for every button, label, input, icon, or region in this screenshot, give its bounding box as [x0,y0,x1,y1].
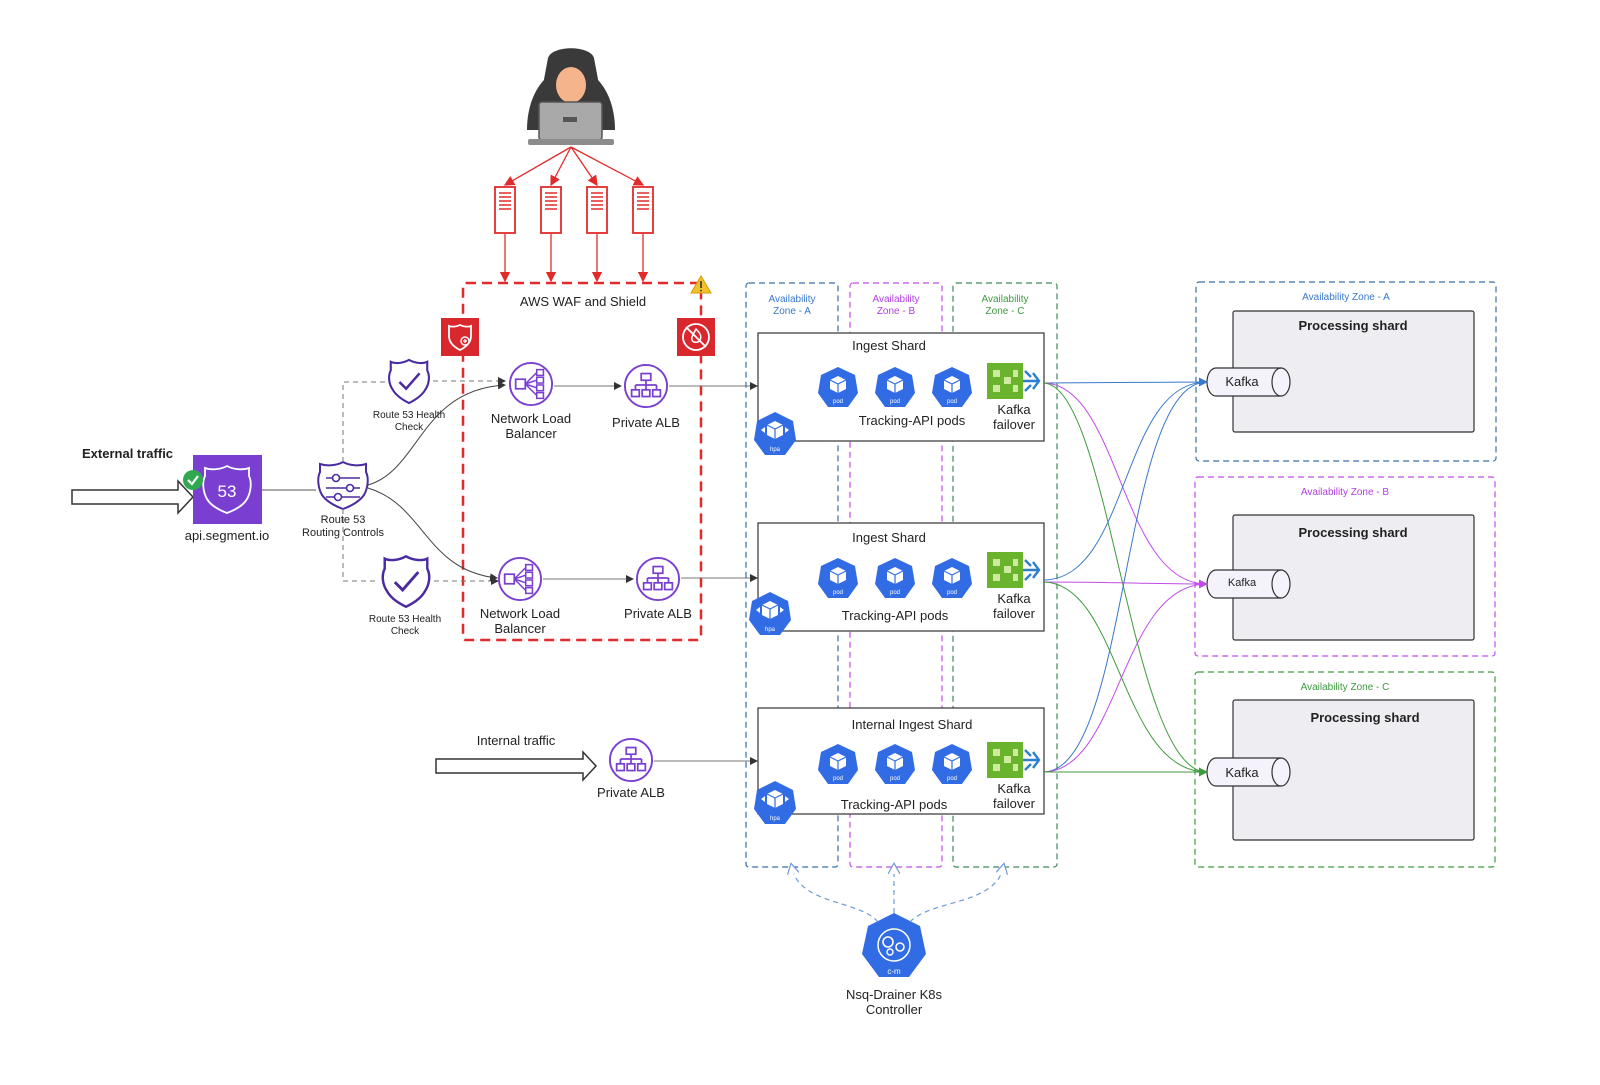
pod-label: pod [890,590,900,596]
alb-icon [635,556,681,602]
processing-zone-label: Availability Zone - B [1300,487,1390,498]
hacker-icon [527,48,615,145]
routing-controls-label: Route 53 Routing Controls [302,514,384,539]
controller-icon [862,913,926,977]
shard-title: Ingest Shard [852,530,926,545]
shard-title: Internal Ingest Shard [851,717,973,732]
kafka-failover-label: Kafka failover [993,781,1035,811]
route53-icon: 53 [193,455,262,524]
pod-label: pod [833,590,843,596]
pod-label: pod [947,399,957,405]
server-icon [540,186,562,234]
routing-controls-icon [317,460,369,511]
processing-zone-label: Availability Zone - C [1300,682,1390,693]
internal-traffic-arrow [435,750,598,782]
health-check-top-label: Route 53 Health Check [372,410,446,433]
health-check-icon [387,358,431,405]
kafka-cylinder [1206,757,1291,787]
server-icon [632,186,654,234]
kafka-cylinder [1206,569,1291,599]
waf-title: AWS WAF and Shield [519,294,647,309]
pod-label: pod [833,399,843,405]
pods-label: Tracking-API pods [841,608,949,623]
firewall-icon [677,318,715,356]
controller-badge: c-m [887,967,901,976]
waf-boundary [461,281,703,642]
shield-icon [441,318,479,356]
kafka-label: Kafka [1227,577,1257,589]
kafka-failover-label: Kafka failover [993,402,1035,432]
processing-zone-b [1194,476,1496,657]
shard-title: Ingest Shard [852,338,926,353]
zone-c-label: Availability Zone - C [981,294,1029,317]
internal-alb-label: Private ALB [597,785,665,800]
hpa-label: hpa [770,816,781,822]
kafka-label: Kafka [1225,374,1259,389]
processing-shard-title: Processing shard [1298,318,1408,333]
pod-group: pod pod pod pod pod pod pod pod pod [818,366,972,785]
processing-shard-title: Processing shard [1298,525,1408,540]
pod-label: pod [890,399,900,405]
kafka-cylinder [1206,367,1291,397]
external-traffic-arrow [71,479,195,515]
pods-label: Tracking-API pods [840,797,948,812]
kafka-failover-label: Kafka failover [993,591,1035,621]
zone-b-label: Availability Zone - B [872,294,920,317]
route53-number: 53 [218,482,237,501]
hpa-label: hpa [770,447,781,453]
nlb-icon [508,361,554,407]
health-check-bottom-label: Route 53 Health Check [368,614,442,637]
processing-shard-title: Processing shard [1310,710,1420,725]
server-icon [494,186,516,234]
processing-zone-label: Availability Zone - A [1302,292,1390,303]
alb-top-label: Private ALB [612,415,680,430]
pod-label: pod [890,776,900,782]
processing-zone-c [1194,671,1496,868]
health-check-icon [381,554,431,609]
alb-icon [623,363,669,409]
internal-traffic-label: Internal traffic [476,733,556,748]
nlb-bottom-label: Network Load Balancer [479,606,561,636]
hpa-label: hpa [765,627,776,633]
processing-zone-a [1195,281,1497,462]
pod-label: pod [833,776,843,782]
alb-bottom-label: Private ALB [624,606,692,621]
zone-a-label: Availability Zone - A [768,294,816,317]
zone-a-column [745,282,839,868]
pod-label: pod [947,590,957,596]
controller-label: Nsq-Drainer K8s Controller [845,987,943,1017]
alb-icon [608,737,654,783]
pods-label: Tracking-API pods [858,413,966,428]
external-traffic-label: External traffic [82,446,174,461]
warning-icon [690,275,712,294]
server-icon [586,186,608,234]
pod-label: pod [947,776,957,782]
nlb-top-label: Network Load Balancer [490,411,572,441]
check-icon [183,470,203,490]
nlb-icon [497,556,543,602]
api-domain-label: api.segment.io [184,528,270,543]
kafka-label: Kafka [1225,765,1259,780]
